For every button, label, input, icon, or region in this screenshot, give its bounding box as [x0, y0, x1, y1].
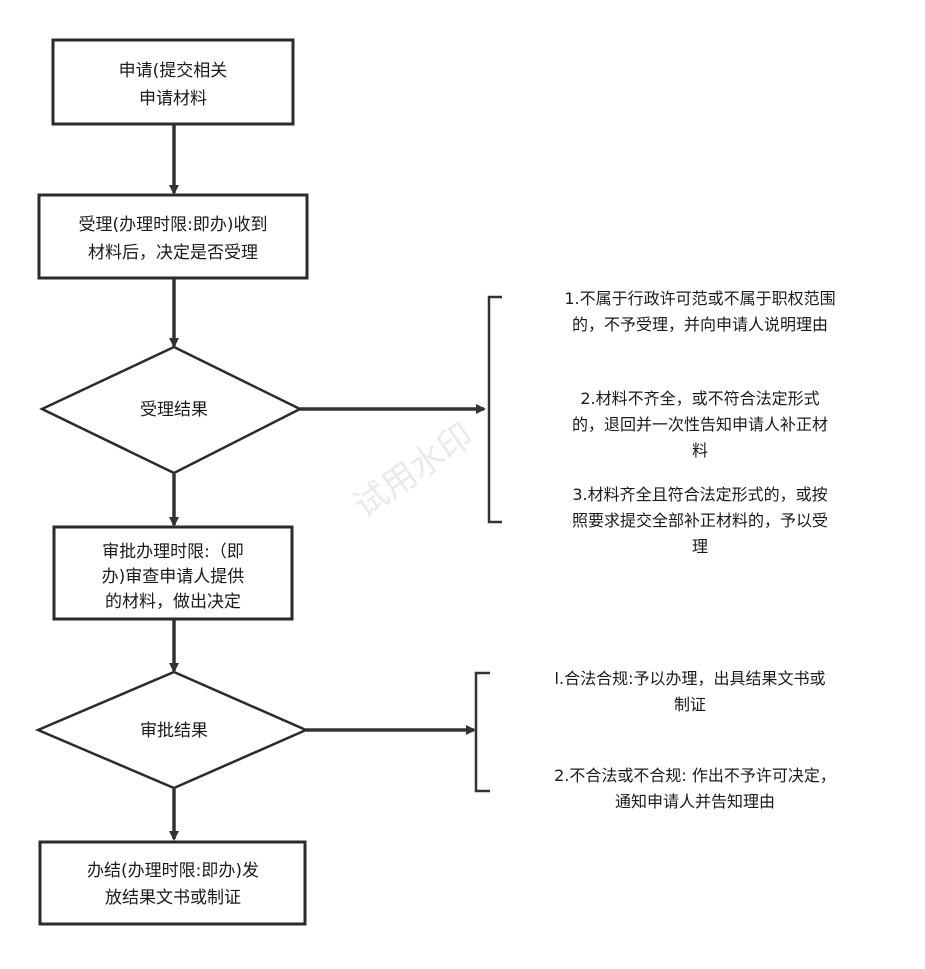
node-accept-line-1: 受理(办理时限:即办)收到: [79, 215, 268, 235]
decision-review-result-label: 审批结果: [140, 721, 208, 741]
decision-accept-result: [39, 345, 303, 475]
accept-outcome-3-line-2: 照要求提交全部补正材料的，予以受: [572, 511, 828, 530]
review-outcome-2-line-1: 2.不合法或不合规: 作出不予许可决定，: [554, 766, 836, 785]
review-outcome-1-line-2: 制证: [674, 695, 706, 714]
accept-outcome-1-line-2: 的，不予受理，并向申请人说明理由: [572, 315, 828, 334]
accept-outcome-2-line-3: 料: [692, 441, 708, 460]
node-apply-line-1: 申请(提交相关: [119, 61, 228, 81]
node-apply-box: [51, 38, 295, 126]
bracket-accept-outcomes: [487, 295, 502, 524]
accept-outcome-3-line-1: 3.材料齐全且符合法定形式的，或按: [572, 485, 827, 504]
node-review-line-2: 办)审查申请人提供: [102, 567, 245, 587]
node-accept-line-2: 材料后，决定是否受理: [88, 243, 258, 263]
accept-outcome-2-line-2: 的，退回并一次性告知申请人补正材: [572, 415, 828, 434]
decision-review-result: [34, 670, 310, 790]
node-issue-line-2: 放结果文书或制证: [105, 888, 241, 908]
node-issue-box: [38, 840, 307, 926]
node-apply-line-2: 申请材料: [139, 89, 207, 109]
decision-accept-result-label: 受理结果: [140, 400, 208, 420]
node-accept-box: [37, 193, 309, 280]
node-review-box: [52, 525, 294, 621]
accept-outcome-2-line-1: 2.材料不齐全，或不符合法定形式: [580, 389, 819, 408]
review-outcome-1-line-1: l.合法合规:予以办理，出具结果文书或: [555, 669, 826, 688]
accept-outcome-1-line-1: 1.不属于行政许可范或不属于职权范围: [564, 289, 835, 308]
accept-outcome-3-line-3: 理: [692, 537, 708, 556]
bracket-review-outcomes: [474, 671, 490, 793]
watermark: 试用水印: [347, 416, 481, 527]
node-review-line-1: 审批办理时限:（即: [102, 542, 244, 562]
review-outcome-2-line-2: 通知申请人并告知理由: [615, 792, 775, 811]
node-issue-line-1: 办结(办理时限:即办)发: [87, 861, 259, 881]
node-review-line-3: 的材料，做出决定: [105, 592, 241, 612]
